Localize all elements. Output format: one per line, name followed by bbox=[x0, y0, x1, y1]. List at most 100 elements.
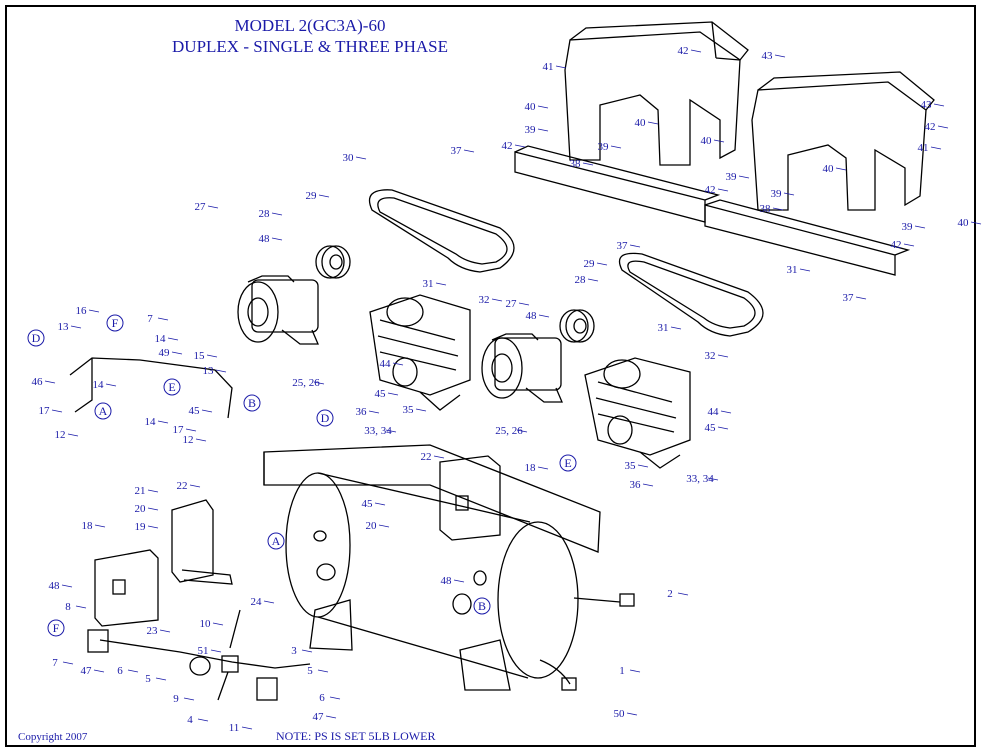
part-callout: 51 bbox=[198, 645, 209, 657]
part-callout: 42 bbox=[891, 239, 902, 251]
callout-leader bbox=[147, 525, 159, 529]
part-callout: 37 bbox=[451, 145, 463, 157]
part-callout: 45 bbox=[189, 405, 201, 417]
callout-leader bbox=[713, 139, 725, 143]
callout-leader bbox=[51, 409, 63, 413]
motor-right bbox=[481, 333, 563, 403]
connection-marker-label: E bbox=[168, 380, 175, 394]
callout-leader bbox=[855, 296, 867, 300]
callout-leader bbox=[44, 380, 56, 384]
part-callout: 37 bbox=[617, 240, 629, 252]
part-callout: 32 bbox=[705, 350, 716, 362]
callout-leader bbox=[717, 354, 729, 358]
callout-leader bbox=[707, 477, 719, 481]
control-box-upper bbox=[439, 455, 501, 541]
callout-leader bbox=[368, 410, 380, 414]
part-callout: 39 bbox=[598, 141, 610, 153]
part-callout: 45 bbox=[362, 498, 374, 510]
callout-leader bbox=[933, 103, 945, 107]
copyright-text: Copyright 2007 bbox=[18, 731, 88, 743]
callout-leader bbox=[626, 712, 638, 716]
part-callout: 38 bbox=[570, 158, 582, 170]
part-callout: 44 bbox=[708, 406, 720, 418]
callout-leader bbox=[94, 524, 106, 528]
control-box-lower bbox=[94, 549, 159, 627]
belt-guard-right bbox=[751, 71, 935, 211]
callout-leader bbox=[435, 282, 447, 286]
callout-leader bbox=[263, 600, 275, 604]
callout-leader bbox=[157, 317, 169, 321]
callout-leader bbox=[189, 484, 201, 488]
part-callout: 35 bbox=[403, 404, 415, 416]
part-callout: 33, 34 bbox=[686, 473, 714, 485]
part-callout: 50 bbox=[614, 708, 626, 720]
part-callout: 45 bbox=[705, 422, 717, 434]
callout-leader bbox=[271, 212, 283, 216]
part-callout: 45 bbox=[375, 388, 387, 400]
part-callout: 10 bbox=[200, 618, 212, 630]
part-callout: 14 bbox=[93, 379, 105, 391]
part-callout: 8 bbox=[65, 601, 71, 613]
callout-leader bbox=[783, 192, 795, 196]
safety-valve bbox=[573, 593, 635, 607]
pulley-right bbox=[559, 309, 595, 343]
callout-leader bbox=[514, 144, 526, 148]
callout-leader bbox=[197, 718, 209, 722]
callout-leader bbox=[799, 268, 811, 272]
part-callout: 31 bbox=[787, 264, 798, 276]
callout-leader bbox=[378, 524, 390, 528]
part-callout: 29 bbox=[306, 190, 318, 202]
connection-marker-label: F bbox=[112, 316, 119, 330]
part-callout: 31 bbox=[423, 278, 434, 290]
connection-marker-label: D bbox=[321, 411, 330, 425]
callout-leader bbox=[171, 351, 183, 355]
belt-right bbox=[618, 252, 764, 337]
part-callout: 40 bbox=[701, 135, 713, 147]
part-callout: 17 bbox=[39, 405, 51, 417]
callout-leader bbox=[355, 156, 367, 160]
part-callout: 47 bbox=[313, 711, 325, 723]
part-callout: 27 bbox=[506, 298, 518, 310]
part-callout: 49 bbox=[159, 347, 171, 359]
callout-leader bbox=[70, 325, 82, 329]
air-tank bbox=[285, 472, 579, 679]
pump-left bbox=[369, 294, 471, 411]
callout-leader bbox=[147, 489, 159, 493]
part-callout: 7 bbox=[52, 657, 58, 669]
callout-leader bbox=[88, 309, 100, 313]
part-callout: 42 bbox=[705, 184, 716, 196]
callout-leader bbox=[538, 314, 550, 318]
part-callout: 18 bbox=[525, 462, 537, 474]
callout-leader bbox=[157, 420, 169, 424]
part-callout: 42 bbox=[925, 121, 936, 133]
callout-leader bbox=[61, 584, 73, 588]
part-callout: 35 bbox=[625, 460, 637, 472]
callout-leader bbox=[75, 605, 87, 609]
part-callout: 6 bbox=[319, 692, 325, 704]
part-callout: 3 bbox=[291, 645, 297, 657]
part-callout: 39 bbox=[771, 188, 783, 200]
callout-leader bbox=[185, 428, 197, 432]
part-callout: 23 bbox=[147, 625, 159, 637]
connection-marker-circle bbox=[559, 454, 577, 472]
callout-leader bbox=[518, 302, 530, 306]
connection-marker-circle bbox=[106, 314, 124, 332]
part-callout: 1 bbox=[619, 665, 625, 677]
part-callout: 12 bbox=[55, 429, 66, 441]
part-callout: 25, 26 bbox=[292, 377, 320, 389]
part-callout: 48 bbox=[441, 575, 453, 587]
part-callout: 22 bbox=[177, 480, 188, 492]
connection-marker-label: E bbox=[564, 456, 571, 470]
connection-marker-circle bbox=[47, 619, 65, 637]
callout-leader bbox=[241, 726, 253, 730]
callout-leader bbox=[738, 175, 750, 179]
part-callout: 4 bbox=[187, 714, 193, 726]
callout-leader bbox=[642, 483, 654, 487]
callout-leader bbox=[453, 579, 465, 583]
part-callout: 13 bbox=[58, 321, 70, 333]
callout-leader bbox=[537, 105, 549, 109]
tank-feet bbox=[309, 599, 511, 691]
callout-leader bbox=[271, 237, 283, 241]
connection-marker-circle bbox=[27, 329, 45, 347]
part-callout: 20 bbox=[135, 503, 147, 515]
